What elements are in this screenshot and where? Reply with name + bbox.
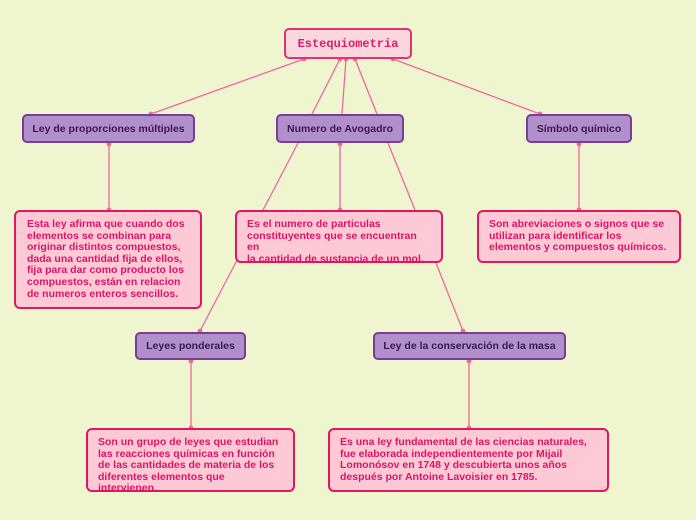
- connector-root-avogadro-a: [311, 58, 341, 115]
- root-topic[interactable]: Estequiometria: [284, 28, 412, 59]
- connector-root-simbolo: [392, 58, 541, 115]
- topic-numero-avogadro[interactable]: Numero de Avogadro: [276, 114, 404, 143]
- topic-label: Ley de la conservación de la masa: [383, 340, 556, 352]
- connector-root-avogadro-b: [341, 58, 347, 115]
- topic-label: Leyes ponderales: [146, 340, 235, 352]
- note-text: Es el numero de particulas constituyente…: [247, 218, 424, 265]
- topic-conservacion-masa[interactable]: Ley de la conservación de la masa: [373, 332, 566, 360]
- connector-root-proporciones: [150, 58, 305, 115]
- topic-simbolo-quimico[interactable]: Símbolo químico: [526, 114, 632, 143]
- note-text: Es una ley fundamental de las ciencias n…: [340, 436, 587, 483]
- note-text: Son un grupo de leyes que estudian las r…: [98, 436, 279, 495]
- root-topic-label: Estequiometria: [297, 36, 399, 51]
- topic-label: Numero de Avogadro: [287, 122, 393, 135]
- topic-proporciones-multiples[interactable]: Ley de proporciones múltiples: [22, 114, 195, 143]
- connector-root-avogadro-c: [354, 58, 378, 115]
- note-conservacion-masa[interactable]: Es una ley fundamental de las ciencias n…: [328, 428, 609, 492]
- topic-leyes-ponderales[interactable]: Leyes ponderales: [135, 332, 246, 360]
- note-simbolo-quimico[interactable]: Son abreviaciones o signos que se utiliz…: [477, 210, 681, 263]
- topic-label: Ley de proporciones múltiples: [32, 122, 185, 135]
- note-proporciones-multiples[interactable]: Esta ley afirma que cuando dos elementos…: [14, 210, 202, 309]
- connector-avogadro-ponderales: [199, 142, 299, 332]
- note-leyes-ponderales[interactable]: Son un grupo de leyes que estudian las r…: [86, 428, 295, 495]
- topic-label: Símbolo químico: [536, 122, 622, 135]
- note-text: Son abreviaciones o signos que se utiliz…: [489, 218, 667, 254]
- note-numero-avogadro[interactable]: Es el numero de particulas constituyente…: [235, 210, 443, 265]
- note-text: Esta ley afirma que cuando dos elementos…: [27, 218, 185, 300]
